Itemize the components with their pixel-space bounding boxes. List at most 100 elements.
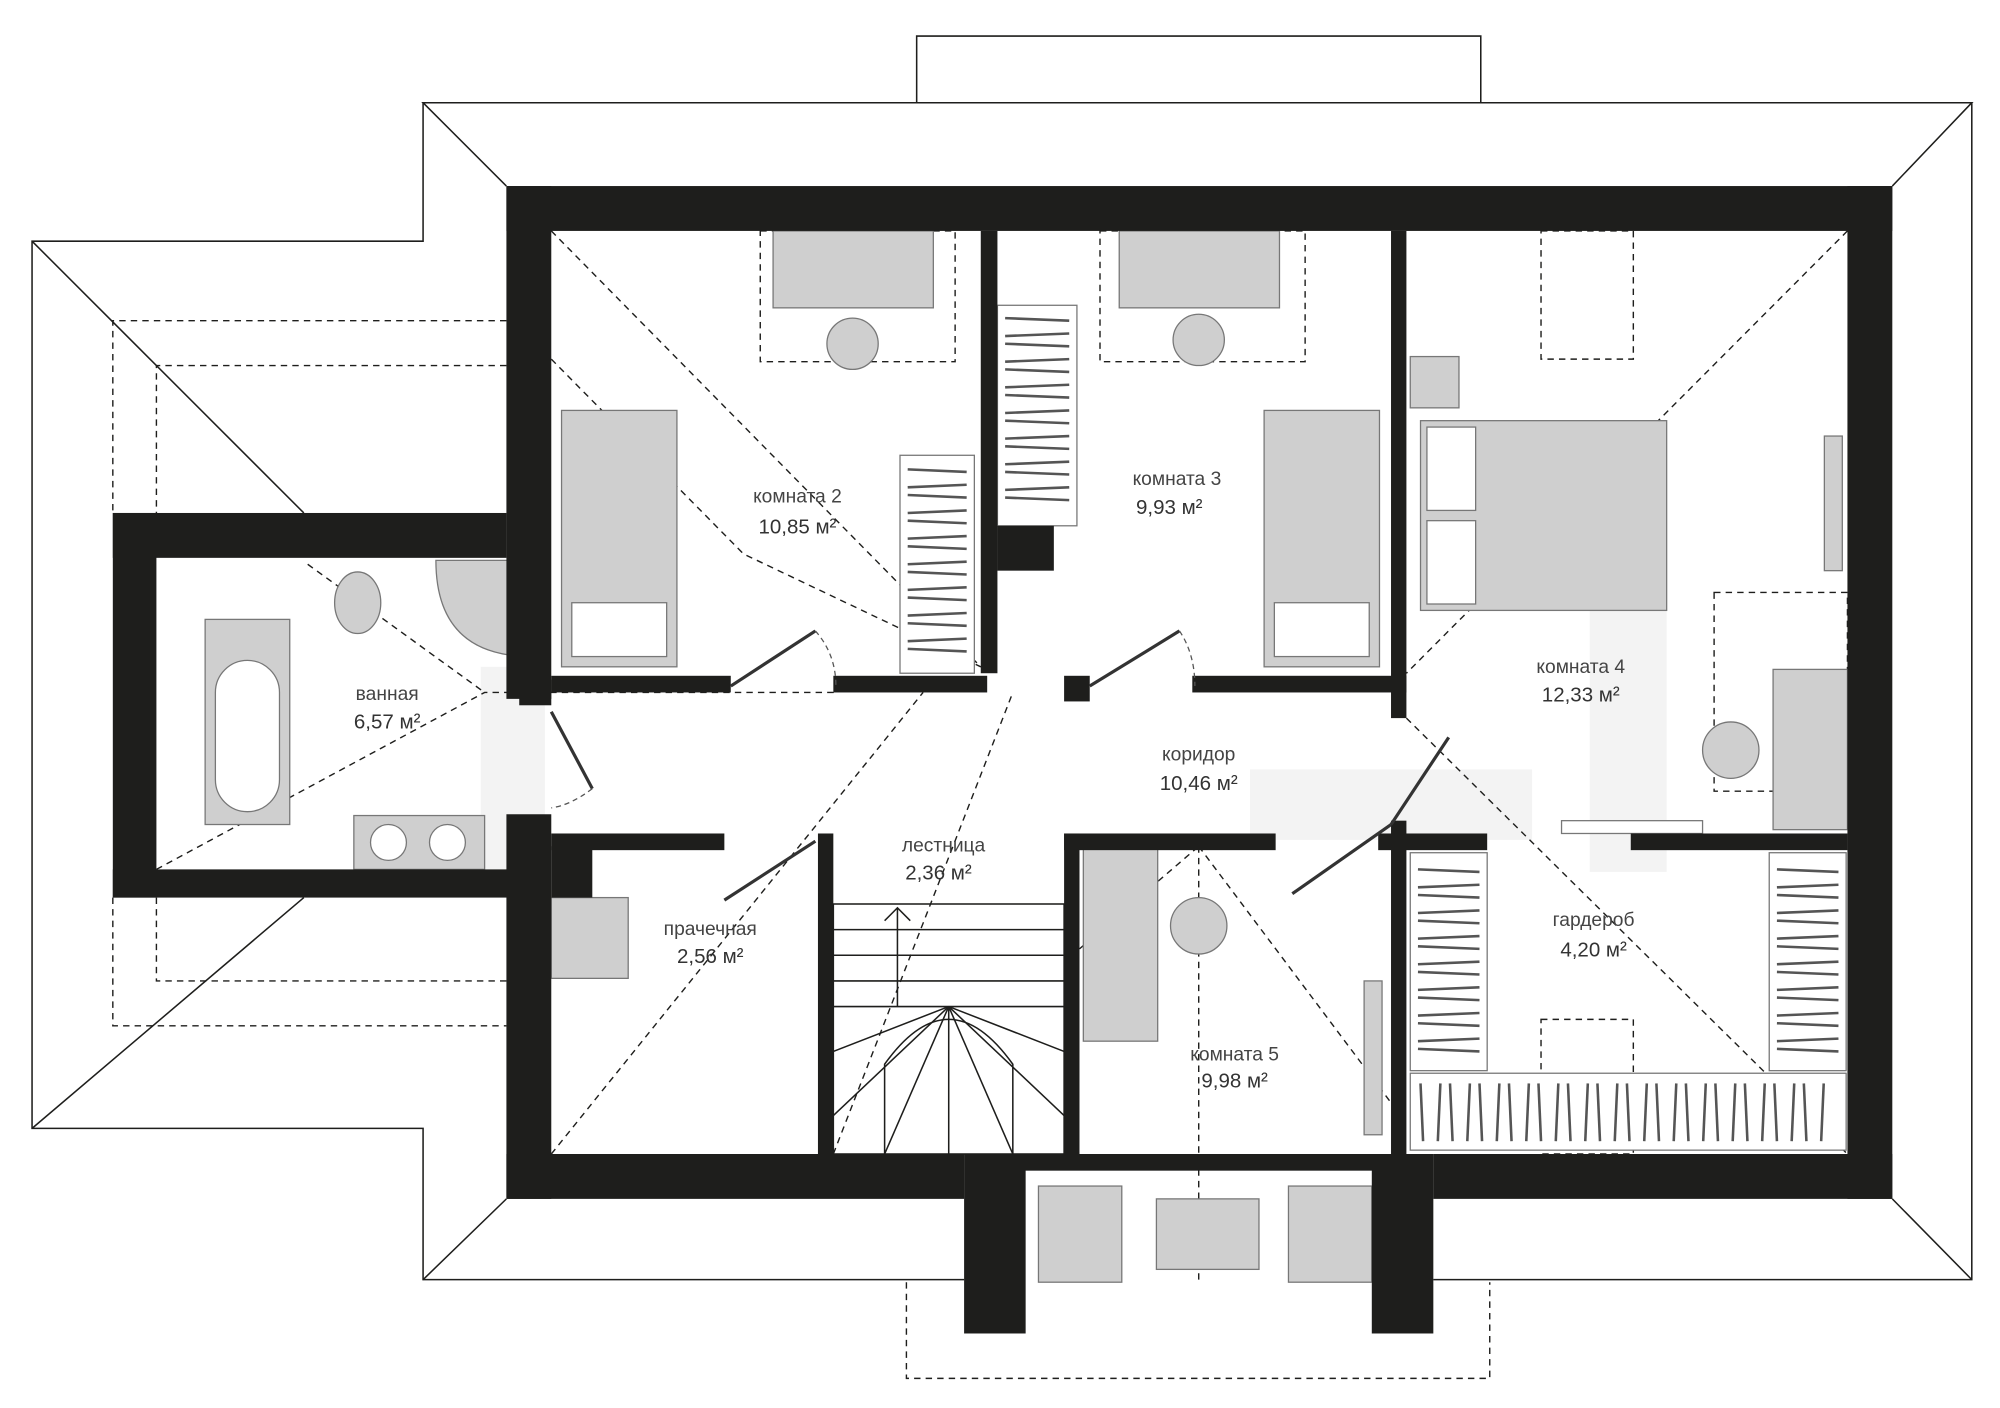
hanger-line <box>1005 470 1070 476</box>
staircase <box>832 903 1065 1155</box>
hanger-line <box>1776 1011 1839 1017</box>
hanger-line <box>1790 1083 1796 1142</box>
hanger-line <box>1005 486 1070 492</box>
hanger-line <box>1005 383 1070 389</box>
hanger-line <box>1005 342 1070 348</box>
hanger-line <box>907 621 967 628</box>
roof-outline <box>31 35 1974 1380</box>
hanger-line <box>1507 1083 1513 1142</box>
laundry-name: прачечная <box>664 919 757 940</box>
room-labels: комната 2 10,85 м² комната 3 9,93 м² ван… <box>354 469 1635 1093</box>
hanger-line <box>1005 496 1070 502</box>
hanger-line <box>1417 1011 1480 1017</box>
hanger-line <box>1776 868 1839 874</box>
hanger-line <box>1672 1083 1678 1142</box>
hanger-line <box>1417 934 1480 940</box>
hanger-line <box>1417 868 1480 874</box>
hanger-line <box>1005 316 1070 322</box>
room5-name: комната 5 <box>1190 1044 1279 1065</box>
hanger-line <box>1417 960 1480 966</box>
hanger-line <box>1417 1047 1480 1053</box>
hanger-line <box>1417 883 1480 889</box>
hanger-line <box>1714 1083 1720 1142</box>
room4-name: комната 4 <box>1536 657 1625 678</box>
hanger-line <box>1417 1037 1480 1043</box>
hanger-line <box>1436 1083 1442 1142</box>
hanger-line <box>907 586 967 592</box>
bathroom-name: ванная <box>356 684 419 705</box>
hanger-line <box>1005 368 1070 374</box>
hanger-line <box>1684 1083 1690 1142</box>
room2-name: комната 2 <box>753 487 842 508</box>
hanger-line <box>1417 986 1480 992</box>
hanger-line <box>1776 986 1839 992</box>
walls <box>112 186 1893 1334</box>
hanger-line <box>1554 1083 1560 1142</box>
hanger-line <box>1005 460 1070 466</box>
hanger-line <box>1417 909 1480 915</box>
hanger-line <box>1525 1083 1531 1142</box>
furniture <box>204 230 1849 1283</box>
hanger-line <box>1655 1083 1661 1142</box>
hanger-line <box>1613 1083 1619 1142</box>
bathroom-area: 6,57 м² <box>354 710 421 733</box>
hanger-line <box>1776 1021 1839 1028</box>
room3-area: 9,93 м² <box>1136 496 1203 519</box>
hanger-line <box>1776 970 1839 976</box>
hanger-line <box>1005 357 1070 363</box>
hanger-line <box>907 596 967 602</box>
hanger-line <box>1776 934 1839 940</box>
hanger-line <box>1005 409 1070 415</box>
hanger-line <box>907 534 967 540</box>
hanger-line <box>1417 970 1480 976</box>
hanger-line <box>907 509 967 515</box>
hanger-line <box>1776 1037 1839 1043</box>
hanger-line <box>907 545 967 551</box>
hanger-line <box>1417 945 1480 951</box>
laundry-area: 2,56 м² <box>677 945 744 968</box>
hanger-line <box>1802 1083 1808 1142</box>
hanger-line <box>1417 1021 1480 1028</box>
hanger-line <box>1005 393 1070 399</box>
hanger-line <box>907 519 967 525</box>
hanger-line <box>1760 1083 1767 1142</box>
room5-area: 9,98 м² <box>1201 1069 1268 1092</box>
hanger-line <box>1776 960 1839 966</box>
hanger-line <box>1642 1083 1649 1142</box>
corridor-area: 10,46 м² <box>1160 772 1238 795</box>
hanger-line <box>1466 1083 1472 1142</box>
hanger-line <box>1005 332 1070 338</box>
wardrobe-area: 4,20 м² <box>1560 939 1627 962</box>
hanger-line <box>907 468 967 474</box>
hanger-line <box>1495 1083 1501 1142</box>
hanger-line <box>1005 419 1070 425</box>
stairs-name: лестница <box>902 835 986 856</box>
hanger-line <box>907 611 967 617</box>
hanger-line <box>1005 445 1070 451</box>
hanger-line <box>1776 893 1839 899</box>
hanger-line <box>1819 1083 1825 1142</box>
doors <box>549 629 1451 902</box>
hanger-line <box>907 637 967 643</box>
hanger-line <box>1419 1083 1425 1142</box>
hanger-line <box>1701 1083 1708 1142</box>
corridor-name: коридор <box>1162 744 1235 765</box>
hanger-line <box>907 560 967 566</box>
hanger-line <box>1005 434 1070 440</box>
hanger-line <box>1776 1047 1839 1053</box>
hanger-line <box>1417 893 1480 899</box>
hanger-line <box>1448 1083 1454 1142</box>
hanger-line <box>1776 996 1839 1002</box>
hanger-line <box>1566 1083 1572 1142</box>
hanger-line <box>1417 996 1480 1002</box>
hanger-line <box>1596 1083 1602 1142</box>
hanger-line <box>1773 1083 1779 1142</box>
hanger-line <box>907 483 967 489</box>
hanger-line <box>1776 945 1839 951</box>
hanger-line <box>907 647 967 653</box>
hanger-line <box>1776 909 1839 915</box>
hanger-line <box>1776 883 1839 889</box>
hanger-line <box>907 570 967 576</box>
hanger-line <box>1625 1083 1631 1142</box>
